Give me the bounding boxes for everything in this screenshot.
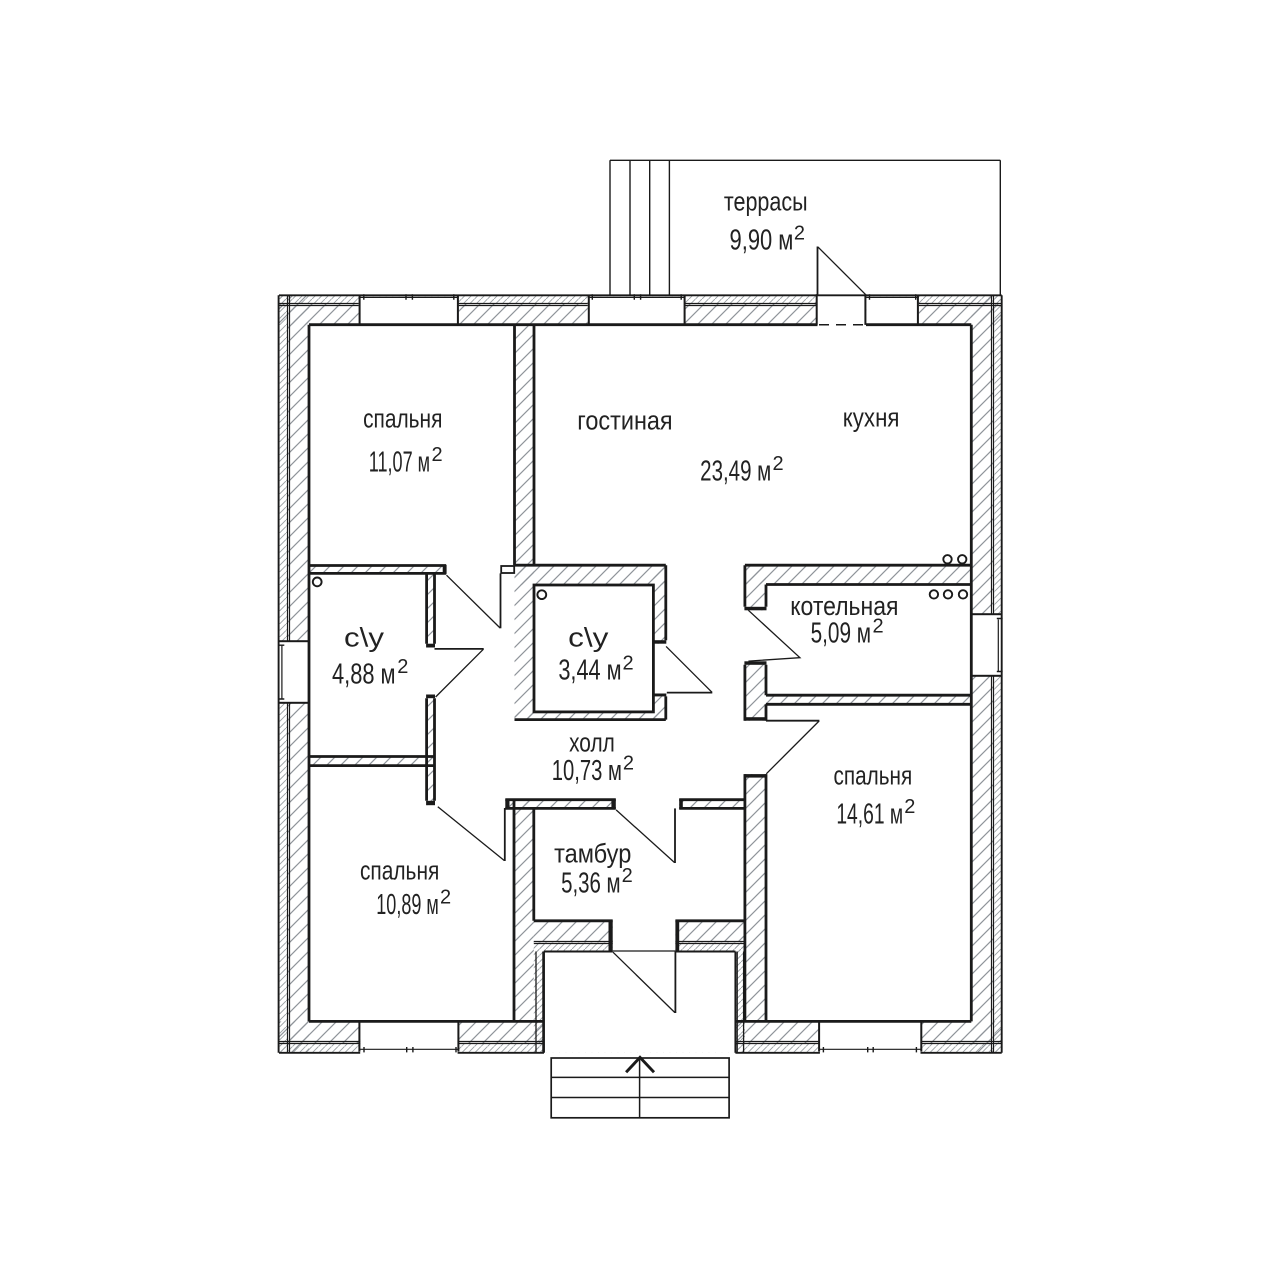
svg-text:2: 2 [623, 753, 634, 775]
svg-text:котельная: котельная [790, 592, 898, 622]
svg-text:террасы: террасы [724, 187, 808, 217]
svg-text:5,09 м: 5,09 м [811, 617, 871, 649]
svg-text:3,44 м: 3,44 м [558, 655, 621, 687]
svg-text:2: 2 [904, 796, 915, 818]
svg-text:2: 2 [440, 887, 451, 909]
svg-text:23,49 м: 23,49 м [700, 455, 771, 487]
svg-text:10,73 м: 10,73 м [552, 754, 622, 786]
svg-text:10,89 м: 10,89 м [376, 889, 438, 921]
svg-text:4,88 м: 4,88 м [332, 659, 396, 691]
svg-text:спальня: спальня [360, 856, 439, 886]
svg-text:11,07 м: 11,07 м [369, 446, 430, 478]
svg-text:спальня: спальня [834, 761, 913, 791]
svg-text:спальня: спальня [363, 404, 442, 434]
svg-text:2: 2 [622, 865, 633, 887]
svg-text:с\у: с\у [568, 623, 609, 653]
svg-text:14,61 м: 14,61 м [836, 799, 903, 831]
svg-text:2: 2 [432, 444, 443, 466]
svg-text:2: 2 [873, 616, 884, 638]
svg-text:2: 2 [794, 223, 805, 245]
svg-text:2: 2 [773, 453, 784, 475]
svg-text:2: 2 [397, 656, 408, 678]
svg-text:9,90 м: 9,90 м [730, 225, 794, 257]
svg-text:холл: холл [569, 728, 615, 758]
svg-text:с\у: с\у [344, 623, 384, 653]
svg-text:кухня: кухня [843, 404, 900, 433]
svg-text:гостиная: гостиная [577, 406, 672, 436]
svg-text:тамбур: тамбур [554, 839, 631, 869]
svg-text:2: 2 [623, 653, 634, 675]
svg-text:5,36 м: 5,36 м [561, 867, 620, 899]
